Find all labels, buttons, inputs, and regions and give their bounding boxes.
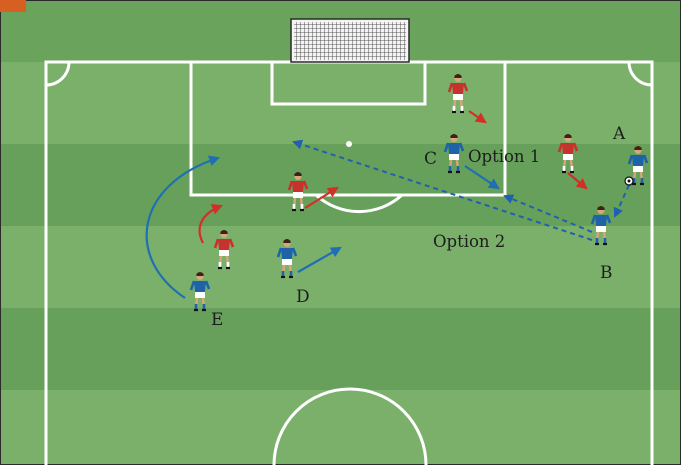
label-a: A	[612, 124, 626, 144]
penalty-spot	[346, 141, 352, 147]
penalty-arc	[314, 193, 404, 214]
label-option-2: Option 2	[433, 232, 505, 251]
label-b: B	[600, 263, 613, 283]
run-red-center	[304, 186, 339, 209]
run-c-blue	[464, 165, 500, 190]
run-red-e	[198, 204, 224, 244]
goal	[290, 18, 410, 63]
run-d-blue	[297, 246, 342, 273]
run-arrows	[145, 110, 588, 299]
run-red-right	[567, 172, 588, 190]
corner-arc-right	[627, 61, 653, 87]
pass-option-2	[292, 139, 593, 241]
label-d: D	[296, 287, 310, 307]
ball	[624, 176, 634, 186]
pass-a-to-b	[613, 184, 630, 218]
label-option-1: Option 1	[468, 147, 540, 166]
label-e: E	[211, 310, 223, 330]
center-circle	[272, 387, 428, 465]
label-c: C	[424, 149, 437, 169]
corner-tab	[0, 0, 26, 12]
corner-arc-left	[45, 61, 71, 87]
pass-lines	[292, 139, 630, 241]
run-e-blue	[145, 155, 221, 299]
pass-option-1	[503, 194, 593, 233]
run-red-box	[468, 110, 487, 124]
